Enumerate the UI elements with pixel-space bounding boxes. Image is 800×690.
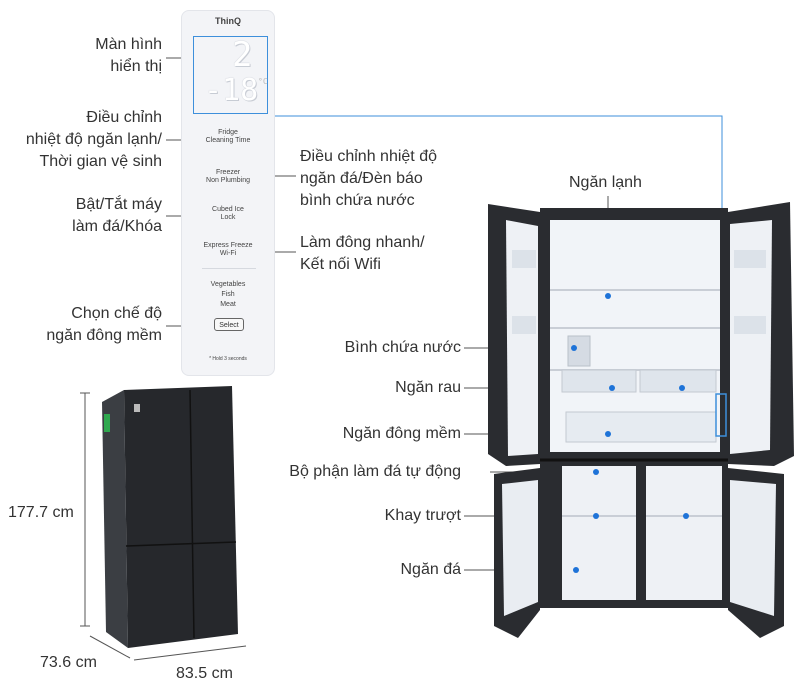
label-express-freeze: Làm đông nhanh/Kết nối Wifi bbox=[300, 234, 425, 273]
select-button[interactable]: Select bbox=[214, 318, 244, 331]
dot-fridge-compartment bbox=[605, 293, 611, 299]
label-water-tank: Bình chứa nước bbox=[344, 339, 461, 356]
fish-label: Fish bbox=[221, 291, 235, 298]
label-soft-freeze-drawer: Ngăn đông mềm bbox=[342, 425, 461, 442]
dot-freezer-compartment bbox=[573, 567, 579, 573]
dim-width-line bbox=[133, 645, 247, 661]
depth-dimension: 73.6 cm bbox=[40, 654, 97, 671]
display-unit: °C bbox=[258, 77, 268, 86]
height-dimension: 177.7 cm bbox=[8, 504, 74, 521]
display-top-digit: 2 bbox=[232, 35, 253, 75]
label-fridge-compartment: Ngăn lạnh bbox=[569, 174, 642, 191]
cubed-ice-sub-label: Lock bbox=[220, 214, 236, 221]
width-dimension: 83.5 cm bbox=[176, 665, 233, 682]
dot-soft-freeze bbox=[605, 431, 611, 437]
hold-note: * Hold 3 seconds bbox=[209, 356, 247, 362]
dot-slide-tray-right bbox=[683, 513, 689, 519]
dot-crisper bbox=[609, 385, 615, 391]
soft-freeze-mode-list: Vegetables Fish Meat bbox=[182, 280, 274, 310]
panel-divider bbox=[202, 268, 256, 269]
control-panel: ThinQ 2 -18 °C Fridge Cleaning Time Free… bbox=[181, 10, 275, 376]
dot-icemaker bbox=[593, 469, 599, 475]
label-freezer-compartment: Ngăn đá bbox=[400, 561, 462, 578]
vegetables-label: Vegetables bbox=[210, 281, 246, 288]
freezer-label: Freezer bbox=[215, 169, 241, 176]
label-icemaker-unit: Bộ phận làm đá tự động bbox=[289, 463, 461, 480]
display-bottom-digits: -18 bbox=[204, 73, 259, 108]
dot-crisper-right bbox=[679, 385, 685, 391]
express-freeze-sub-label: Wi-Fi bbox=[219, 250, 237, 257]
cubed-ice-button[interactable]: Cubed Ice Lock bbox=[182, 206, 274, 222]
label-crisper: Ngăn rau bbox=[395, 379, 461, 396]
fridge-label: Fridge bbox=[218, 129, 238, 136]
cubed-ice-label: Cubed Ice bbox=[212, 206, 244, 213]
open-fridge-image bbox=[488, 202, 794, 638]
meat-label: Meat bbox=[220, 301, 236, 308]
express-freeze-label: Express Freeze bbox=[203, 242, 253, 249]
label-slide-tray: Khay trượt bbox=[384, 507, 461, 524]
brand-logo: ThinQ bbox=[215, 16, 241, 26]
dim-depth-line bbox=[89, 635, 131, 659]
express-freeze-button[interactable]: Express Freeze Wi-Fi bbox=[182, 242, 274, 258]
dot-water-tank bbox=[571, 345, 577, 351]
fridge-button[interactable]: Fridge Cleaning Time bbox=[182, 129, 274, 145]
display-highlight: 2 -18 °C bbox=[193, 35, 268, 114]
fridge-sub-label: Cleaning Time bbox=[205, 137, 251, 144]
closed-fridge-image bbox=[102, 386, 238, 648]
dot-slide-tray-left bbox=[593, 513, 599, 519]
freezer-sub-label: Non Plumbing bbox=[206, 177, 250, 184]
freezer-button[interactable]: Freezer Non Plumbing bbox=[182, 169, 274, 185]
